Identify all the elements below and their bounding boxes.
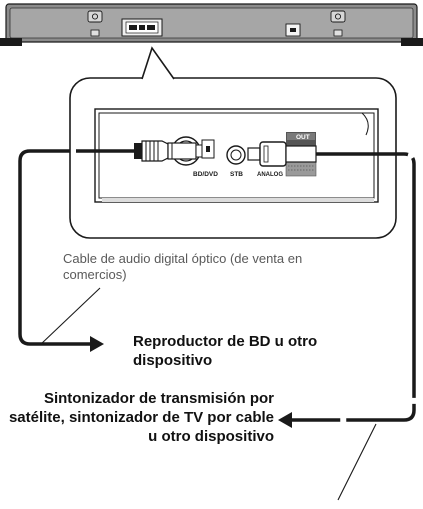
analog-cable <box>292 152 416 422</box>
arrow-from-tuner <box>278 412 292 428</box>
cable-caption-leader <box>39 287 101 346</box>
port-label-stb: STB <box>230 171 243 178</box>
arrow-to-bd-player <box>90 336 104 352</box>
source-satellite-tuner: Sintonizador de transmisión por satélite… <box>8 390 274 445</box>
optical-cable-plug <box>134 136 215 166</box>
port-label-bd-dvd: BD/DVD <box>193 171 218 178</box>
cable-caption: Cable de audio digital óptico (de venta … <box>63 251 303 282</box>
optical-cable <box>18 149 134 346</box>
destination-bd-player: Reproductor de BD u otro dispositivo <box>133 333 318 369</box>
soundbar-input-panel <box>121 18 163 37</box>
port-label-analog: ANALOG <box>257 172 283 178</box>
wall-mount-bracket-right <box>330 10 346 37</box>
power-inlet <box>285 23 301 37</box>
wall-mount-bracket-left <box>87 10 103 37</box>
coaxial-port <box>226 145 246 165</box>
port-label-out: OUT <box>296 134 310 141</box>
soundbar-rear-view <box>0 3 423 46</box>
optical-out-port <box>285 132 317 177</box>
analog-cable-leader <box>337 423 377 501</box>
